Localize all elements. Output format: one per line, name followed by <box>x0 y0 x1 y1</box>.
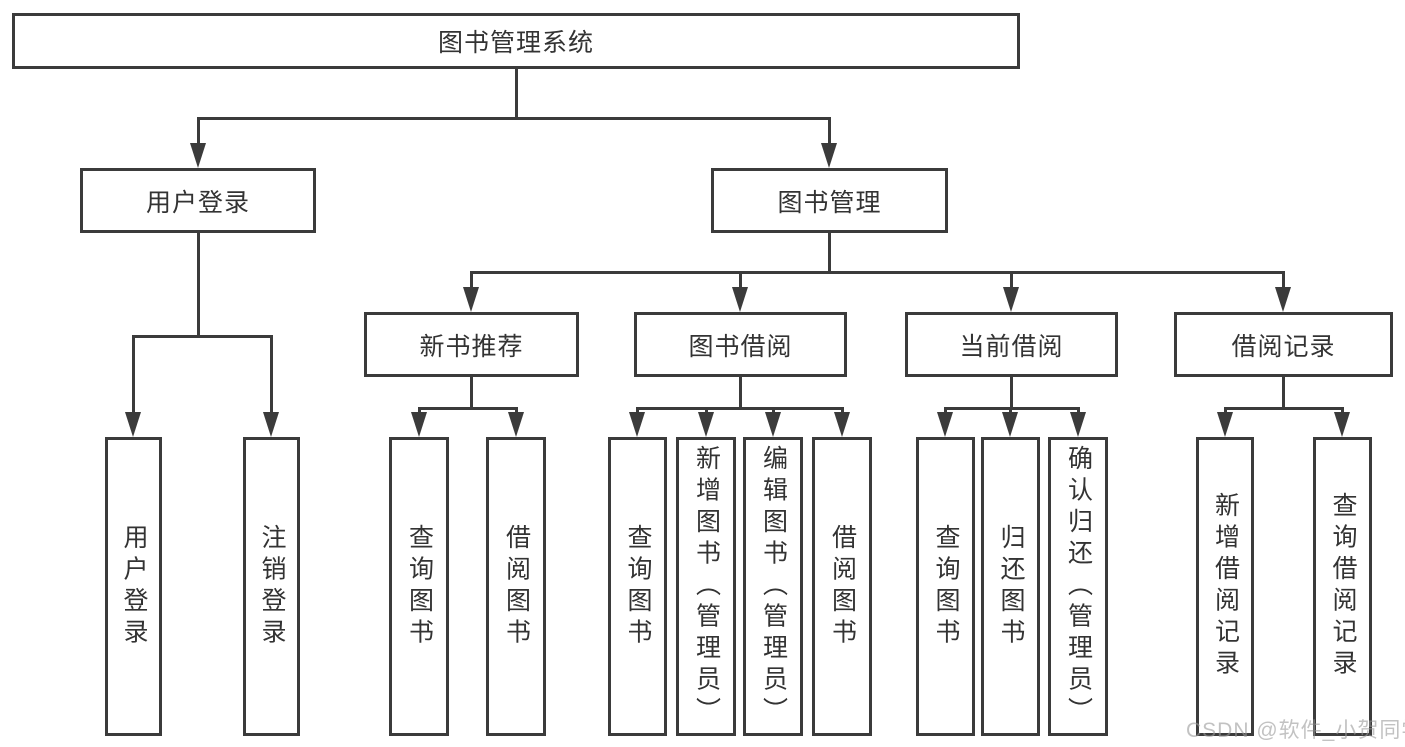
connector-line <box>1010 271 1013 289</box>
connector-line <box>196 117 830 120</box>
node-label: 用户登录 <box>145 188 250 217</box>
leaf-label: 查询图书 <box>932 523 960 650</box>
leaf-label: 借阅图书 <box>502 523 531 650</box>
arrow-down-icon <box>1275 287 1291 312</box>
leaf-query-books: 查询图书 <box>608 437 667 736</box>
connector-line <box>470 377 473 409</box>
node-user-login: 用户登录 <box>80 168 316 233</box>
connector-line <box>840 407 844 415</box>
connector-line <box>704 407 708 415</box>
connector-line <box>1223 407 1227 415</box>
leaf-label: 新增借阅记录 <box>1211 492 1240 681</box>
arrow-down-icon <box>629 412 645 437</box>
connector-line <box>196 233 200 337</box>
leaf-label: 新增图书（管理员） <box>692 444 721 729</box>
arrow-down-icon <box>833 412 850 437</box>
node-current-borrowing: 当前借阅 <box>905 312 1118 377</box>
connector-line <box>1282 271 1285 289</box>
connector-line <box>132 335 135 414</box>
connector-line <box>196 117 200 145</box>
arrow-down-icon <box>697 412 714 437</box>
connector-line <box>514 407 518 415</box>
leaf-add-book-admin: 新增图书（管理员） <box>676 437 736 736</box>
node-book-management: 图书管理 <box>711 168 948 233</box>
connector-line <box>470 271 1285 274</box>
node-library-system: 图书管理系统 <box>12 13 1020 69</box>
arrow-down-icon <box>463 287 479 312</box>
leaf-query-borrow-record: 查询借阅记录 <box>1313 437 1372 736</box>
connector-line <box>739 377 742 409</box>
connector-line <box>1010 377 1013 409</box>
connector-line <box>1009 407 1012 415</box>
leaf-label: 查询图书 <box>405 523 434 650</box>
leaf-logout: 注销登录 <box>243 437 300 736</box>
arrow-down-icon <box>125 412 141 437</box>
connector-line <box>417 407 518 410</box>
leaf-label: 查询借阅记录 <box>1329 492 1357 681</box>
leaf-borrow-books: 借阅图书 <box>812 437 872 736</box>
arrow-down-icon <box>263 412 279 437</box>
leaf-label: 借阅图书 <box>828 523 857 650</box>
arrow-down-icon <box>1002 412 1018 437</box>
connector-line <box>828 233 831 273</box>
leaf-edit-book-admin: 编辑图书（管理员） <box>743 437 803 736</box>
leaf-query-books: 查询图书 <box>916 437 975 736</box>
arrow-down-icon <box>1334 412 1350 437</box>
node-label: 图书借阅 <box>688 332 793 361</box>
node-new-book-recommend: 新书推荐 <box>364 312 579 377</box>
connector-line <box>1341 407 1344 415</box>
connector-line <box>270 335 273 414</box>
node-label: 图书管理系统 <box>437 29 594 57</box>
arrow-down-icon <box>732 287 748 312</box>
connector-line <box>636 407 844 410</box>
connector-line <box>514 69 518 119</box>
leaf-label: 编辑图书（管理员） <box>759 444 788 729</box>
leaf-label: 查询图书 <box>624 523 652 650</box>
node-label: 新书推荐 <box>419 332 524 361</box>
connector-line <box>636 407 639 415</box>
arrow-down-icon <box>410 412 427 437</box>
node-label: 当前借阅 <box>959 332 1064 361</box>
leaf-user-login: 用户登录 <box>105 437 162 736</box>
leaf-query-books: 查询图书 <box>389 437 449 736</box>
leaf-borrow-books: 借阅图书 <box>486 437 546 736</box>
node-label: 图书管理 <box>777 188 882 217</box>
csdn-watermark: CSDN @软件_小贺同学 <box>1186 719 1405 742</box>
leaf-label: 注销登录 <box>258 523 286 650</box>
connector-line <box>1282 377 1285 409</box>
arrow-down-icon <box>937 412 953 437</box>
arrow-down-icon <box>821 143 837 168</box>
leaf-confirm-return-admin: 确认归还（管理员） <box>1048 437 1108 736</box>
arrow-down-icon <box>764 412 781 437</box>
leaf-label: 归还图书 <box>997 523 1025 650</box>
connector-line <box>132 335 273 338</box>
connector-line <box>417 407 421 415</box>
arrow-down-icon <box>1003 287 1019 312</box>
connector-line <box>771 407 775 415</box>
connector-line <box>739 271 742 289</box>
connector-line <box>1223 407 1344 410</box>
connector-line <box>828 117 831 145</box>
node-book-borrowing: 图书借阅 <box>634 312 847 377</box>
leaf-add-borrow-record: 新增借阅记录 <box>1196 437 1254 736</box>
node-borrowing-records: 借阅记录 <box>1174 312 1393 377</box>
leaf-label: 确认归还（管理员） <box>1064 444 1093 729</box>
arrow-down-icon <box>189 143 206 168</box>
connector-line <box>1076 407 1080 415</box>
arrow-down-icon <box>1216 412 1233 437</box>
connector-line <box>944 407 947 415</box>
arrow-down-icon <box>1069 412 1086 437</box>
arrow-down-icon <box>507 412 524 437</box>
node-label: 借阅记录 <box>1231 332 1336 361</box>
connector-line <box>470 271 473 289</box>
leaf-label: 用户登录 <box>120 523 148 650</box>
leaf-return-books: 归还图书 <box>981 437 1040 736</box>
